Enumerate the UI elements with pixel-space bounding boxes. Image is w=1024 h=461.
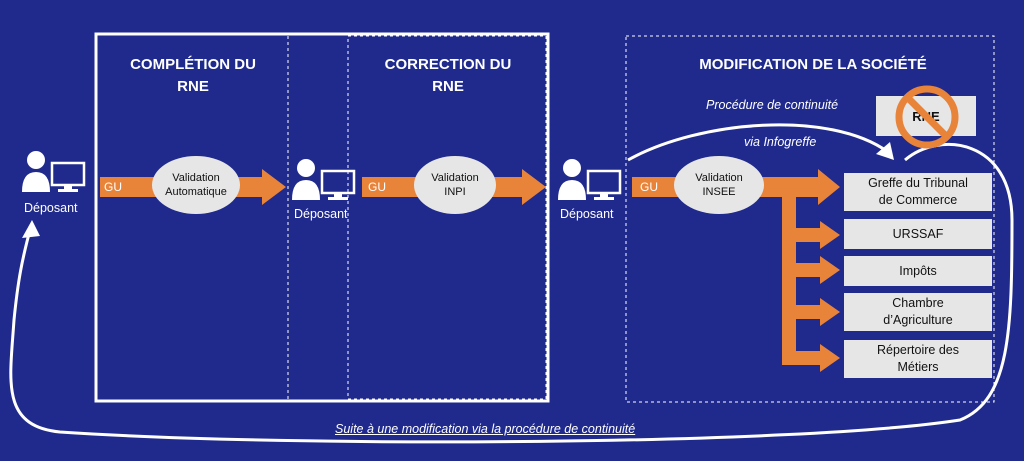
dest-agriculture-line2: d’Agriculture: [883, 313, 953, 327]
dest-greffe: Greffe du Tribunal de Commerce: [844, 173, 992, 211]
person-icon-2: [292, 159, 356, 200]
heading-completion: COMPLÉTION DU RNE: [100, 54, 286, 98]
dest-urssaf: URSSAF: [844, 219, 992, 249]
arrow-trunk: [782, 187, 796, 365]
dest-metiers-line2: Métiers: [897, 360, 939, 374]
validation-automatique-line2: Automatique: [165, 186, 227, 198]
loop-return-arrowhead: [22, 220, 40, 238]
frame-modification-dashed: [625, 35, 995, 403]
person-icon-3: [558, 159, 622, 200]
validation-insee-line2: INSEE: [702, 186, 736, 198]
heading-completion-line1: COMPLÉTION DU: [130, 56, 256, 73]
heading-modification: MODIFICATION DE LA SOCIÉTÉ: [699, 56, 927, 73]
label-procedure-continuite: Procédure de continuité: [706, 98, 839, 112]
forbidden-icon: [895, 85, 959, 149]
frame-correction-dashed: [347, 35, 547, 400]
frame-rne-solid: [94, 32, 550, 403]
deposant-label-2: Déposant: [294, 207, 348, 221]
dest-agriculture-line1: Chambre: [892, 296, 944, 310]
deposant-label-1: Déposant: [24, 201, 78, 215]
validation-inpi: Validation INPI: [414, 156, 496, 214]
dest-urssaf-label: URSSAF: [892, 226, 944, 241]
validation-insee-line1: Validation: [695, 172, 743, 184]
caption-return-loop: Suite à une modification via la procédur…: [335, 422, 636, 436]
gu-label-1: GU: [104, 180, 122, 194]
curve-continuite-arrowhead: [876, 142, 894, 160]
curve-continuite: [627, 123, 889, 162]
validation-inpi-line2: INPI: [444, 186, 466, 198]
person-icon-1: [22, 151, 86, 192]
dest-greffe-line2: de Commerce: [878, 193, 958, 207]
dest-agriculture: Chambre d’Agriculture: [844, 293, 992, 331]
arrow-branch-impots: [796, 256, 840, 284]
deposant-label-3: Déposant: [560, 207, 614, 221]
validation-automatique: Validation Automatique: [152, 156, 240, 214]
gu-label-3: GU: [640, 180, 658, 194]
dest-metiers-line1: Répertoire des: [877, 343, 959, 357]
validation-inpi-line1: Validation: [431, 172, 479, 184]
heading-completion-line2: RNE: [177, 78, 209, 95]
arrow-branch-metiers: [782, 344, 840, 372]
gu-label-2: GU: [368, 180, 386, 194]
dest-greffe-line1: Greffe du Tribunal: [868, 176, 968, 190]
label-via-infogreffe: via Infogreffe: [744, 135, 817, 149]
dest-impots-label: Impôts: [899, 263, 937, 278]
validation-automatique-line1: Validation: [172, 172, 220, 184]
heading-correction-line2: RNE: [432, 78, 464, 95]
heading-correction: CORRECTION DU RNE: [352, 54, 544, 98]
validation-insee: Validation INSEE: [674, 156, 764, 214]
loop-return: [9, 142, 1014, 444]
heading-correction-line1: CORRECTION DU: [384, 56, 512, 73]
dest-metiers: Répertoire des Métiers: [844, 340, 992, 378]
dest-impots: Impôts: [844, 256, 992, 286]
arrow-branch-urssaf: [796, 221, 840, 249]
arrow-branch-agriculture: [796, 298, 840, 326]
